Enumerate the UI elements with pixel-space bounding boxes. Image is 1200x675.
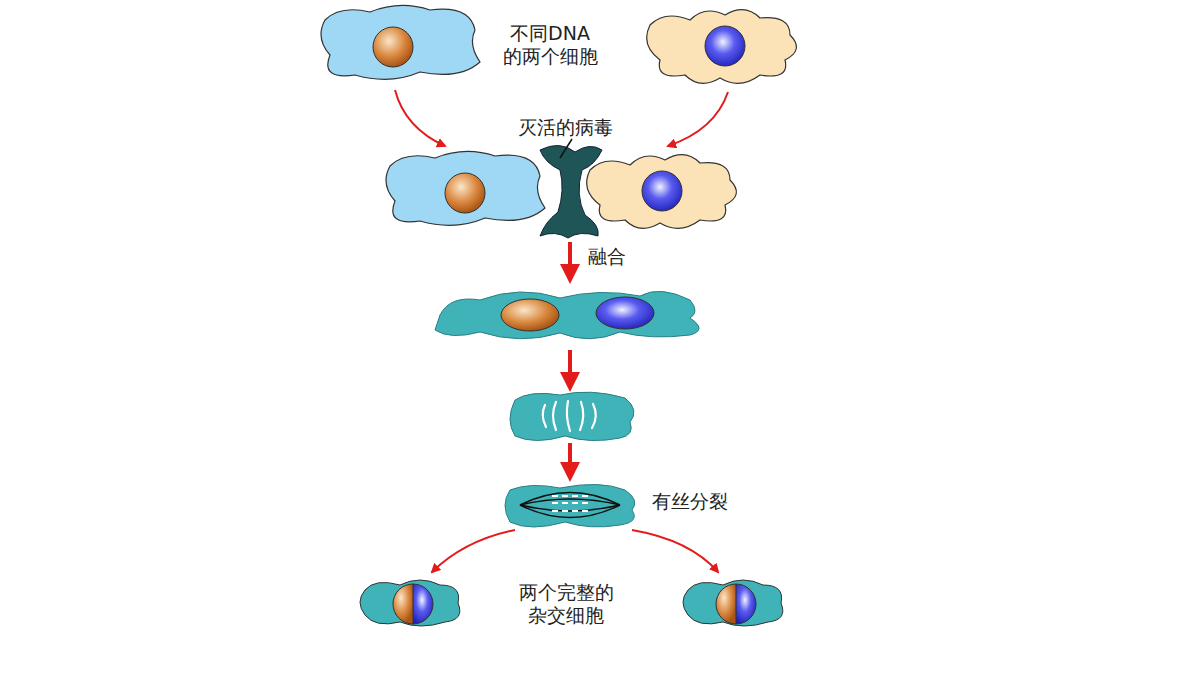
- spindle-fiber: [520, 505, 620, 518]
- spindle: [520, 493, 620, 518]
- hybrid-cell: [360, 580, 460, 626]
- step-label: 融合: [588, 245, 668, 268]
- step-label: 有丝分裂: [652, 490, 772, 513]
- cell-membrane: [386, 151, 545, 225]
- red-arrow: [568, 242, 572, 280]
- cell-membrane: [360, 580, 460, 626]
- red-arrow: [632, 530, 718, 572]
- chromosome: [580, 402, 583, 430]
- chromosomes: [552, 496, 588, 511]
- chromosome: [553, 402, 556, 430]
- nucleus-orange: [501, 299, 559, 331]
- nucleus-blue: [596, 297, 654, 329]
- cell-membrane: [321, 5, 480, 79]
- nucleus-orange: [445, 173, 485, 213]
- result-caption: 两个完整的 杂交细胞: [486, 581, 646, 627]
- spindle-fiber: [520, 505, 620, 511]
- chromosome: [592, 404, 596, 428]
- nucleus-outline: [716, 584, 756, 624]
- nucleus-orange: [373, 27, 413, 67]
- cell-with-chromosomes: [510, 392, 634, 440]
- cell-membrane: [587, 155, 737, 229]
- virus-label: 灭活的病毒: [480, 116, 650, 139]
- red-arrow: [668, 92, 728, 146]
- chromosome: [543, 405, 546, 427]
- nucleus-blue-half: [413, 584, 433, 624]
- nucleus-orange-half: [716, 584, 736, 624]
- nucleus-divider: [413, 584, 414, 624]
- dividing-cell: [505, 484, 635, 527]
- red-arrow: [395, 90, 445, 146]
- red-arrow: [568, 350, 572, 388]
- spindle-fiber: [520, 499, 620, 505]
- leader-line: [560, 139, 572, 158]
- cell-b: [587, 155, 737, 229]
- nucleus-blue: [705, 26, 745, 66]
- chromosome: [567, 401, 570, 431]
- chromosome: [552, 495, 588, 497]
- nucleus-outline: [393, 584, 433, 624]
- cell-membrane: [647, 10, 797, 84]
- nucleus-divider: [736, 584, 737, 624]
- nucleus-orange-half: [393, 584, 413, 624]
- spindle-fiber: [520, 493, 620, 506]
- inactivated-virus: [540, 145, 602, 238]
- hybrid-cell: [683, 580, 783, 626]
- cells-caption: 不同DNA 的两个细胞: [475, 22, 625, 68]
- red-arrow: [432, 530, 515, 572]
- nucleus-blue-half: [736, 584, 756, 624]
- nucleus-blue: [642, 171, 682, 211]
- cell-a: [386, 151, 545, 225]
- cell-a: [321, 5, 480, 79]
- cell-membrane: [683, 580, 783, 626]
- red-arrow: [568, 443, 572, 478]
- fused-cell: [435, 291, 699, 338]
- chromosome: [552, 502, 588, 504]
- chromosomes: [543, 401, 596, 431]
- chromosome: [552, 510, 588, 512]
- cell-b: [647, 10, 797, 84]
